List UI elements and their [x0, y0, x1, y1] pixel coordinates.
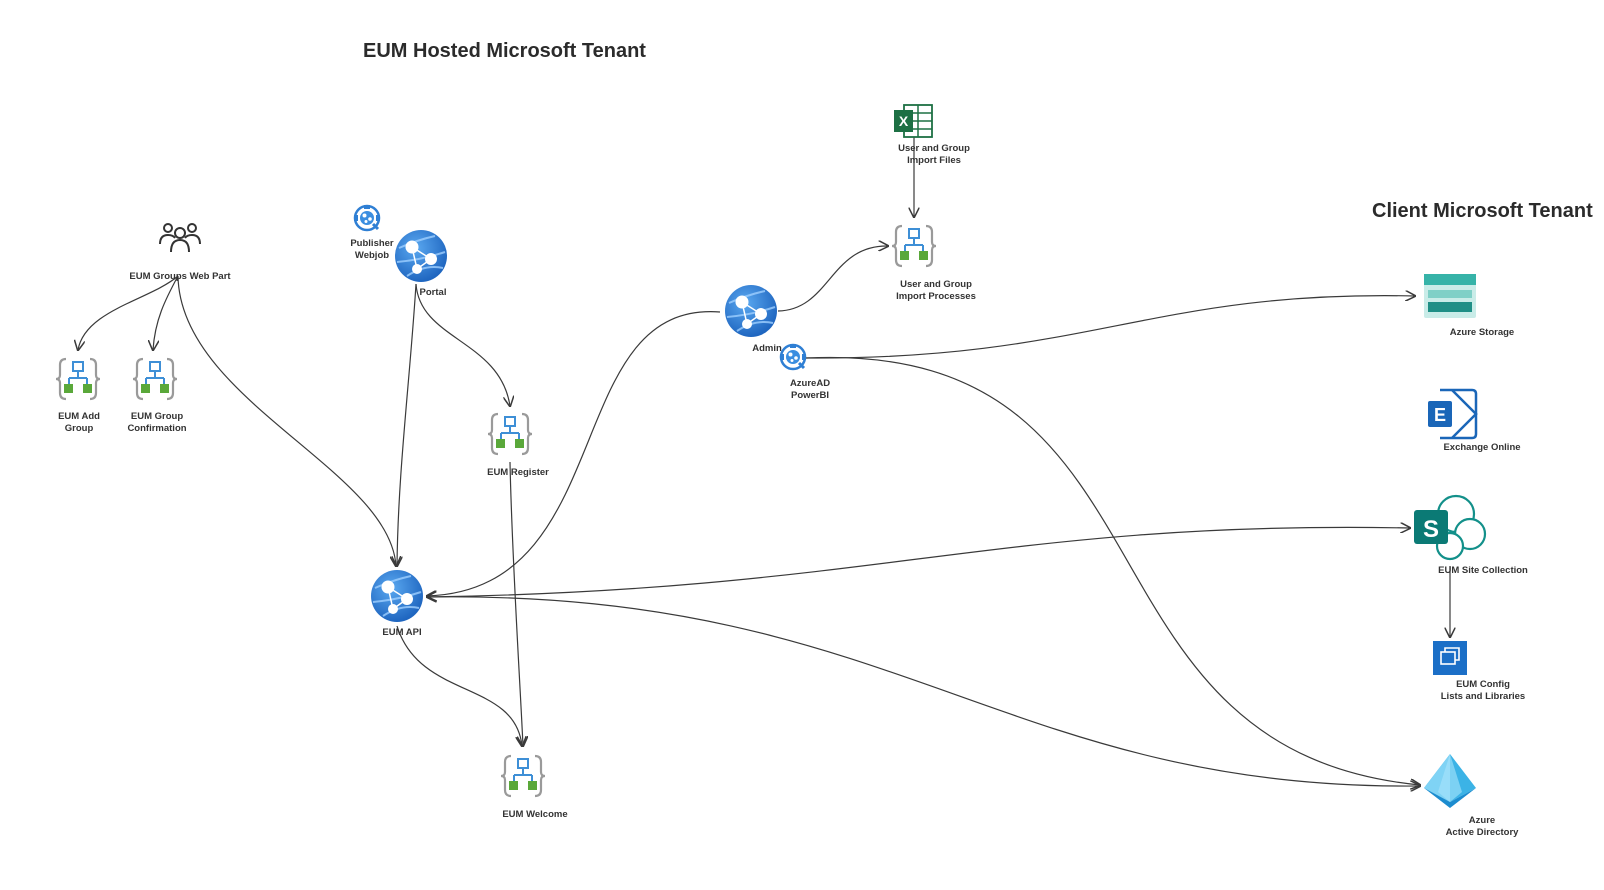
- azure-active-directory-icon: [1424, 754, 1476, 808]
- label-group-confirmation: EUM Group Confirmation: [127, 411, 187, 434]
- label-azure-storage: Azure Storage: [1449, 327, 1515, 338]
- excel-icon: X: [894, 104, 933, 138]
- label-azure-ad: Azure Active Directory: [1445, 815, 1519, 838]
- label-api: EUM API: [382, 627, 422, 638]
- svg-text:S: S: [1423, 516, 1439, 543]
- title-hosted-tenant: EUM Hosted Microsoft Tenant: [363, 40, 646, 62]
- azure-storage-icon: [1424, 274, 1476, 318]
- exchange-icon: E: [1428, 388, 1478, 440]
- label-import-files: User and Group Import Files: [898, 143, 970, 166]
- edge-portal-register: [415, 283, 510, 406]
- edge-webpart-addgroup: [78, 275, 179, 350]
- logic-app-icon-group-confirmation: [131, 357, 179, 401]
- edge-admin-importprocesses: [777, 246, 888, 312]
- label-site-collection: EUM Site Collection: [1438, 565, 1528, 576]
- app-service-globe-icon-api: [370, 569, 424, 623]
- edge-webpart-api: [177, 275, 396, 566]
- edge-powerbi-azuread: [805, 356, 1420, 785]
- edge-api-sitecollection: [427, 527, 1410, 597]
- label-import-processes: User and Group Import Processes: [896, 279, 976, 302]
- label-add-group: EUM Add Group: [58, 411, 100, 434]
- logic-app-icon-import-processes: [890, 224, 938, 268]
- title-client-tenant: Client Microsoft Tenant: [1372, 200, 1593, 222]
- label-publisher-webjob: Publisher Webjob: [350, 238, 394, 261]
- label-exchange-online: Exchange Online: [1443, 442, 1521, 453]
- config-lists-icon: [1433, 641, 1467, 675]
- logic-app-icon-welcome: [499, 754, 547, 798]
- edge-api-azuread: [426, 596, 1420, 786]
- edge-admin-api: [427, 311, 721, 596]
- label-welcome: EUM Welcome: [502, 809, 568, 820]
- label-register: EUM Register: [487, 467, 549, 478]
- label-groups-web-part: EUM Groups Web Part: [129, 271, 231, 282]
- svg-text:E: E: [1434, 405, 1446, 425]
- label-admin: Admin: [752, 343, 782, 354]
- label-azuread-powerbi: AzureAD PowerBI: [789, 378, 831, 401]
- edge-webpart-confirmation: [153, 275, 179, 350]
- logic-app-icon-add-group: [54, 357, 102, 401]
- logic-app-icon-register: [486, 412, 534, 456]
- edge-register-welcome: [509, 461, 523, 746]
- webjob-icon-publisher: [352, 203, 382, 232]
- connector-lines: [78, 136, 1450, 786]
- sharepoint-icon: S: [1414, 494, 1487, 561]
- edge-powerbi-storage: [805, 296, 1415, 359]
- label-portal: Portal: [419, 287, 447, 298]
- app-service-globe-icon-admin: [724, 284, 778, 338]
- edge-api-welcome: [396, 625, 522, 746]
- svg-text:X: X: [899, 113, 909, 129]
- people-group-icon: [159, 223, 201, 253]
- edge-portal-api: [397, 283, 417, 566]
- label-config-lists: EUM Config Lists and Libraries: [1440, 679, 1526, 702]
